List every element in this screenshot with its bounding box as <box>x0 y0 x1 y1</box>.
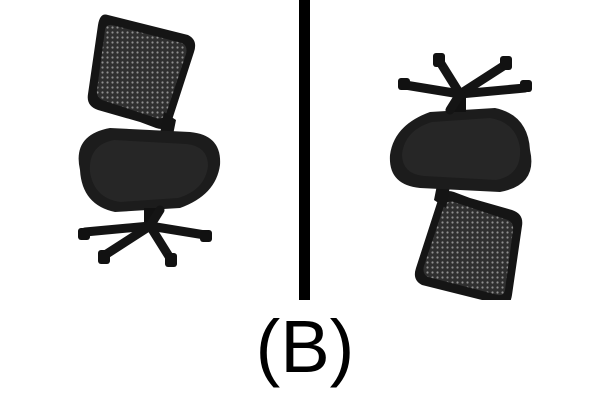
inverted-chair-image <box>310 0 610 300</box>
office-chair-icon <box>0 0 300 300</box>
figure-caption: (B) <box>255 305 355 388</box>
vertical-divider <box>299 0 310 300</box>
office-chair-icon <box>310 0 610 300</box>
upright-chair-image <box>0 0 300 300</box>
